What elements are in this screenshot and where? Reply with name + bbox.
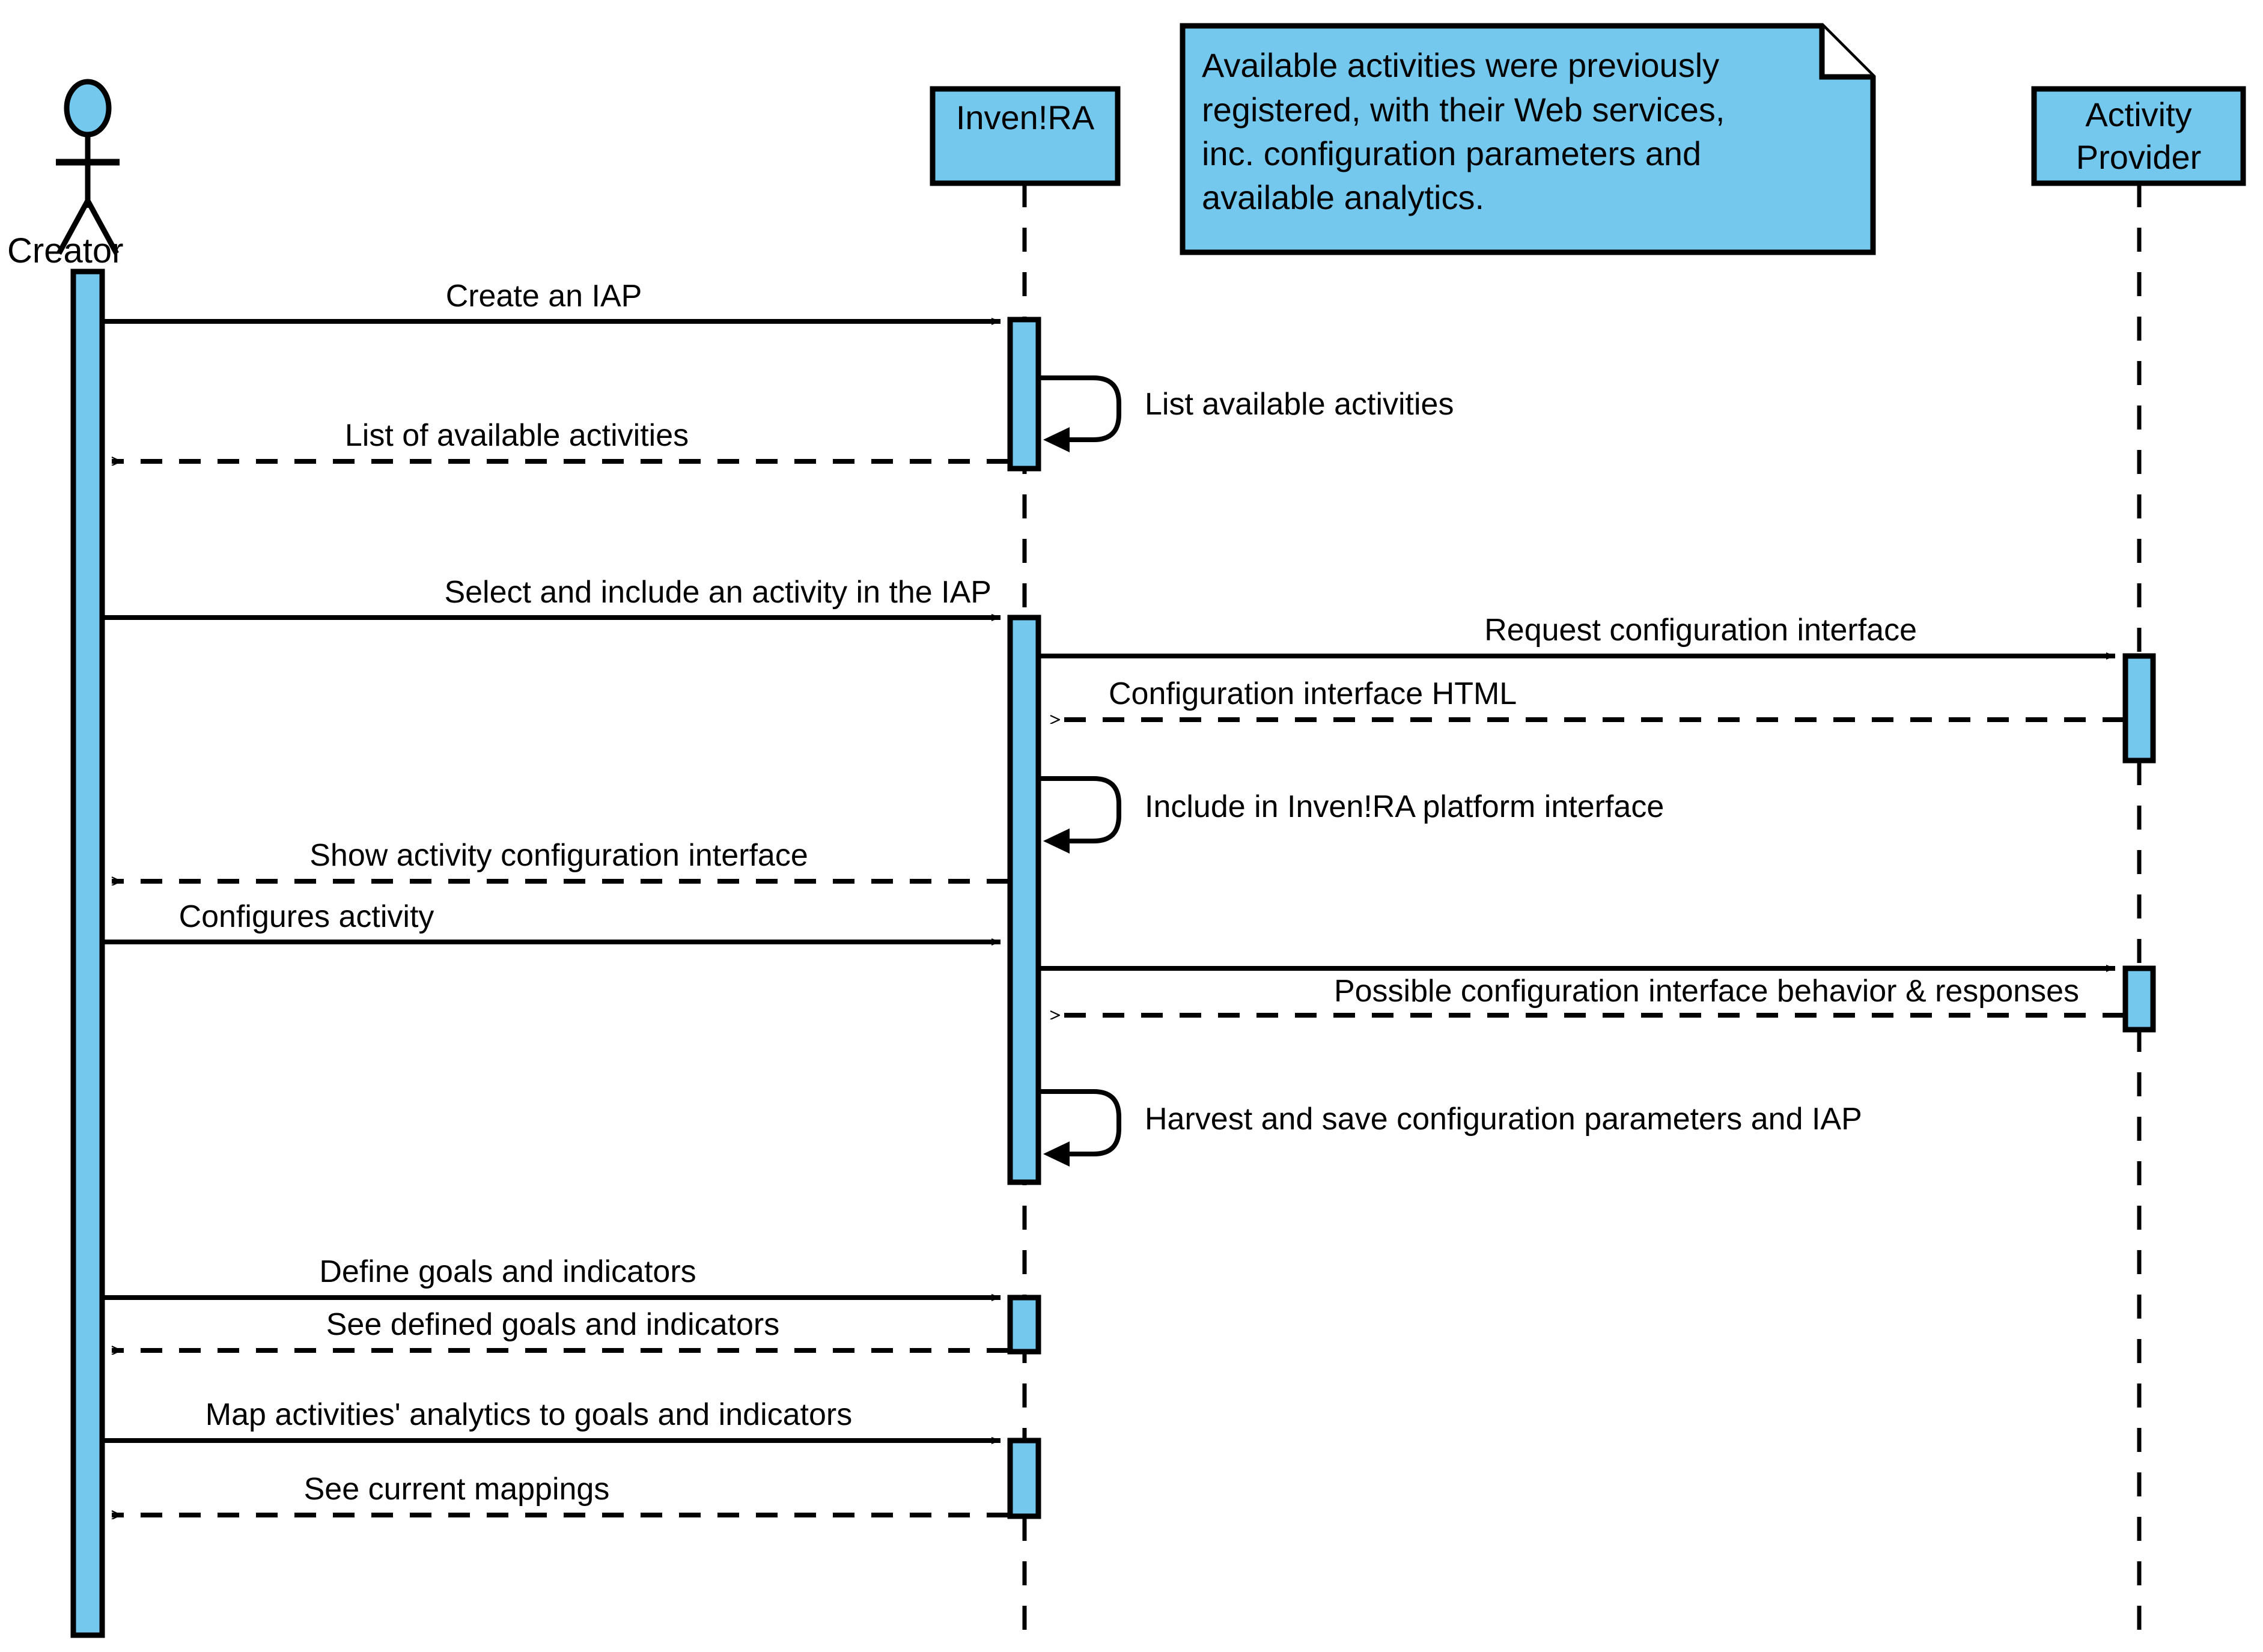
message-label-2: List available activities xyxy=(1145,387,1454,422)
note-line-3: inc. configuration parameters and xyxy=(1202,135,1701,172)
message-label-7: Include in Inven!RA platform interface xyxy=(1145,789,1664,824)
message-harvest-and-save[interactable]: Harvest and save configuration parameter… xyxy=(1040,1089,1862,1167)
activation-bar-provider-1 xyxy=(2122,653,2156,764)
message-label-14: See defined goals and indicators xyxy=(326,1307,780,1342)
participant-box-invenra[interactable]: Inven!RA xyxy=(930,86,1121,186)
note-line-4: available analytics. xyxy=(1202,178,1484,216)
actor-leg-right-icon xyxy=(85,199,119,255)
message-label-6: Configuration interface HTML xyxy=(1109,676,1517,711)
message-configures-activity[interactable]: Configures activity xyxy=(102,899,1001,946)
message-label-1: Create an IAP xyxy=(446,279,642,314)
actor-leg-left-icon xyxy=(56,199,90,255)
message-configuration-interface-html[interactable]: Configuration interface HTML xyxy=(1050,676,2124,720)
message-list-available-activities[interactable]: List available activities xyxy=(1040,375,1454,452)
participant-label-invenra: Inven!RA xyxy=(956,99,1095,136)
message-label-12: Harvest and save configuration parameter… xyxy=(1145,1102,1862,1137)
message-select-and-include-activity[interactable]: Select and include an activity in the IA… xyxy=(102,575,1001,621)
message-label-9: Configures activity xyxy=(179,899,434,934)
message-show-activity-configuration-interface[interactable]: Show activity configuration interface xyxy=(112,838,1008,881)
message-label-13: Define goals and indicators xyxy=(319,1254,696,1289)
participant-box-provider[interactable]: Activity Provider xyxy=(2031,86,2246,186)
message-possible-configuration-behavior[interactable]: Possible configuration interface behavio… xyxy=(1040,965,2115,1009)
actor-head-icon xyxy=(64,79,112,138)
message-list-of-available-activities[interactable]: List of available activities xyxy=(112,418,1008,461)
note-available-activities: Available activities were previously reg… xyxy=(1180,23,1876,255)
message-label-10: Possible configuration interface behavio… xyxy=(1334,974,2079,1009)
actor-creator[interactable]: Creator xyxy=(56,79,120,255)
participant-label-provider-line1: Activity xyxy=(2085,96,2191,133)
message-label-16: See current mappings xyxy=(304,1472,610,1507)
note-line-1: Available activities were previously xyxy=(1202,46,1719,84)
message-label-5: Request configuration interface xyxy=(1484,613,1917,648)
message-label-4: Select and include an activity in the IA… xyxy=(444,575,991,610)
activation-bar-invenra-1 xyxy=(1007,317,1041,472)
message-label-3: List of available activities xyxy=(345,418,689,453)
note-line-2: registered, with their Web services, xyxy=(1202,91,1725,129)
message-see-defined-goals-and-indicators[interactable]: See defined goals and indicators xyxy=(112,1307,1008,1350)
message-define-goals-and-indicators[interactable]: Define goals and indicators xyxy=(102,1254,1001,1301)
activation-bar-invenra-4 xyxy=(1007,1438,1041,1519)
participant-label-creator: Creator xyxy=(7,231,123,270)
message-see-current-mappings[interactable]: See current mappings xyxy=(112,1472,1008,1515)
message-map-analytics-to-goals[interactable]: Map activities' analytics to goals and i… xyxy=(102,1397,1001,1444)
activation-bar-invenra-3 xyxy=(1007,1295,1041,1355)
activation-bar-invenra-2 xyxy=(1007,615,1041,1185)
message-label-8: Show activity configuration interface xyxy=(309,838,808,873)
activation-bar-provider-2 xyxy=(2122,965,2156,1033)
message-create-an-iap[interactable]: Create an IAP xyxy=(102,279,1001,325)
participant-label-provider-line2: Provider xyxy=(2076,138,2202,176)
message-include-in-platform-interface[interactable]: Include in Inven!RA platform interface xyxy=(1040,776,1664,854)
message-request-configuration-interface[interactable]: Request configuration interface xyxy=(1040,613,2115,660)
activation-bar-creator xyxy=(70,269,105,1638)
message-label-15: Map activities' analytics to goals and i… xyxy=(206,1397,852,1432)
